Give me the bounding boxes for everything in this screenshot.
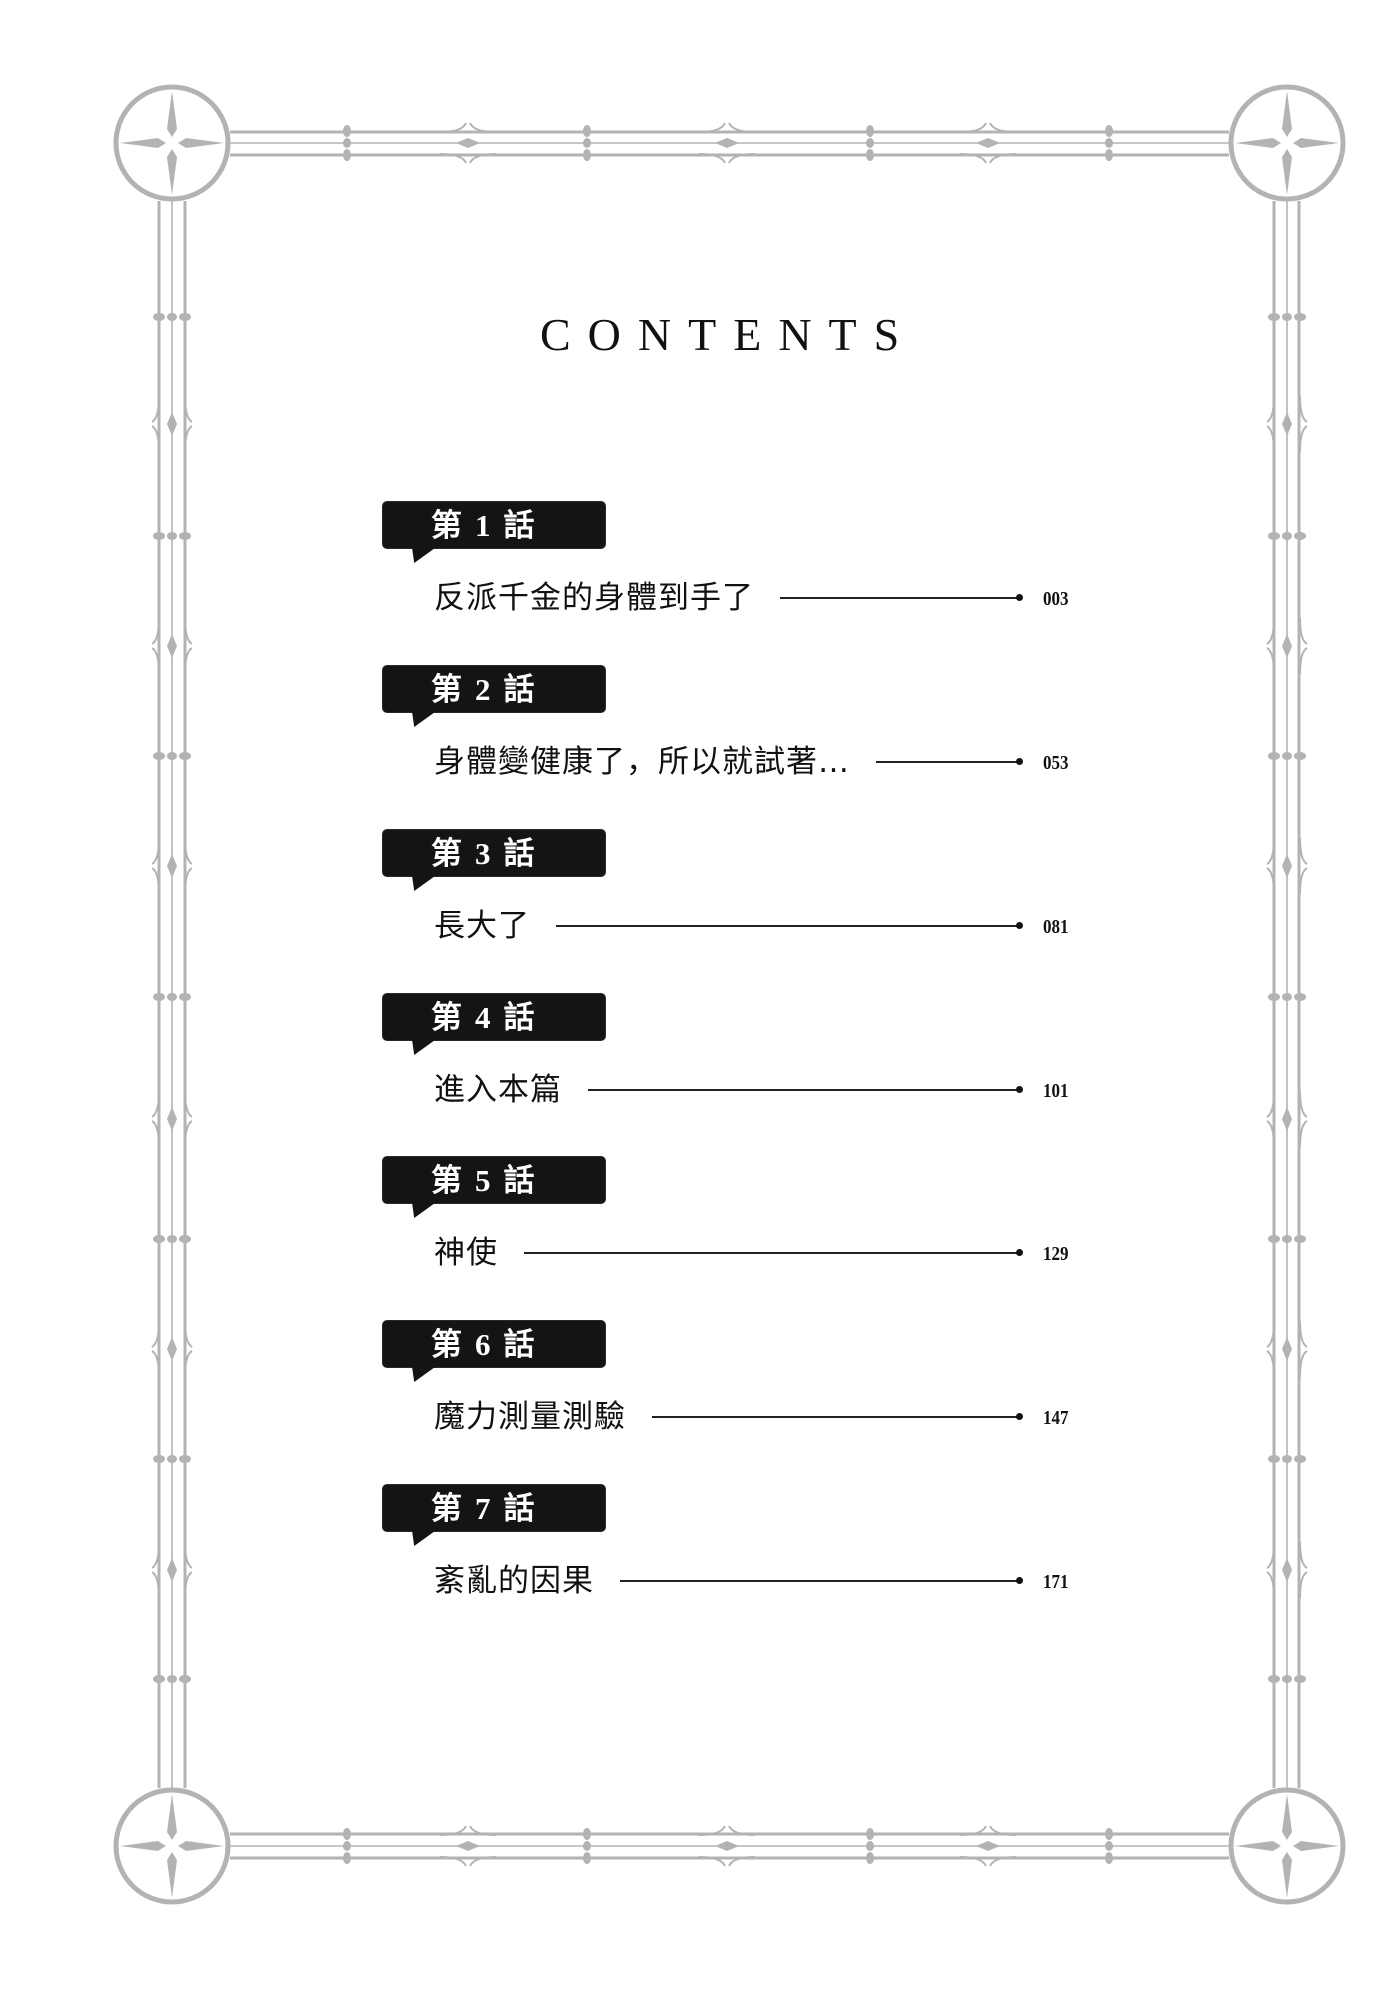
page-number: 101 xyxy=(1043,1080,1069,1102)
chapter-title: 紊亂的因果 xyxy=(434,1563,594,1599)
speech-bubble-tail-icon xyxy=(411,546,441,563)
page-number: 081 xyxy=(1043,916,1069,938)
chapter-row: 魔力測量測驗 147 xyxy=(383,1395,1083,1439)
leader-line xyxy=(876,758,1023,765)
page-number: 147 xyxy=(1043,1407,1069,1429)
chapter-title: 反派千金的身體到手了 xyxy=(434,580,754,616)
leader-dot-icon xyxy=(1016,1413,1023,1420)
leader-line xyxy=(780,594,1023,601)
chapter-title: 神使 xyxy=(434,1235,498,1271)
chapter-title: 進入本篇 xyxy=(434,1072,562,1108)
speech-bubble-tail-icon xyxy=(411,710,441,727)
leader-line xyxy=(620,1577,1023,1584)
leader-line xyxy=(556,922,1023,929)
leader-line xyxy=(588,1086,1023,1093)
leader-dot-icon xyxy=(1016,758,1023,765)
page-number: 003 xyxy=(1043,588,1069,610)
chapter-row: 身體變健康了，所以就試著… 053 xyxy=(383,740,1083,784)
page-number: 053 xyxy=(1043,752,1069,774)
leader-dot-icon xyxy=(1016,594,1023,601)
chapter-row: 反派千金的身體到手了 003 xyxy=(383,576,1083,620)
speech-bubble-tail-icon xyxy=(411,1529,441,1546)
chapter-row: 長大了 081 xyxy=(383,904,1083,948)
chapter-row: 紊亂的因果 171 xyxy=(383,1559,1083,1603)
speech-bubble-tail-icon xyxy=(411,1038,441,1055)
speech-bubble-tail-icon xyxy=(411,1201,441,1218)
chapter-row: 進入本篇 101 xyxy=(383,1068,1083,1112)
speech-bubble-tail-icon xyxy=(411,874,441,891)
page-number: 129 xyxy=(1043,1243,1069,1265)
leader-dot-icon xyxy=(1016,1249,1023,1256)
page-number: 171 xyxy=(1043,1571,1069,1593)
leader-dot-icon xyxy=(1016,922,1023,929)
leader-dot-icon xyxy=(1016,1577,1023,1584)
leader-dot-icon xyxy=(1016,1086,1023,1093)
chapter-row: 神使 129 xyxy=(383,1231,1083,1275)
leader-line xyxy=(652,1413,1023,1420)
contents-heading: CONTENTS xyxy=(540,309,917,360)
leader-line xyxy=(524,1249,1023,1256)
chapter-title: 魔力測量測驗 xyxy=(434,1399,626,1435)
speech-bubble-tail-icon xyxy=(411,1365,441,1382)
chapter-title: 長大了 xyxy=(434,908,530,944)
chapter-title: 身體變健康了，所以就試著… xyxy=(434,744,850,780)
